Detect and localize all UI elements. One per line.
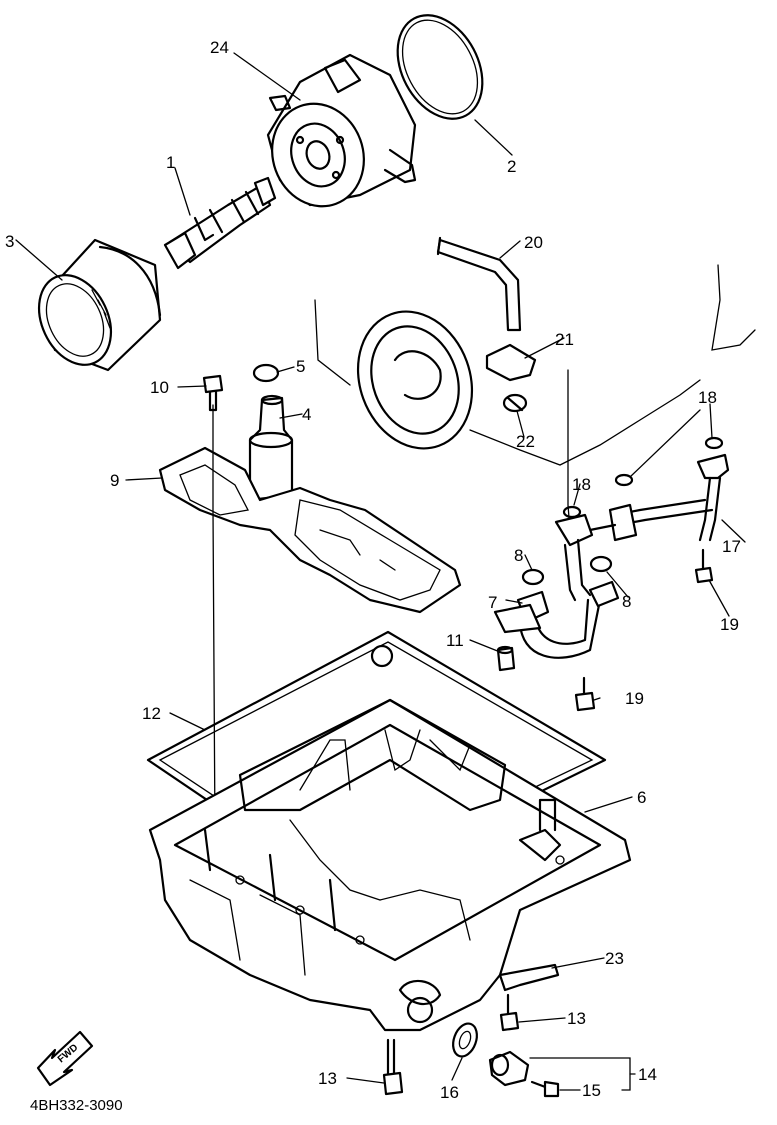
oil-delivery-pipe-17 — [573, 453, 730, 542]
bracket-23 — [498, 963, 560, 992]
drawing-code: 4BH332-3090 — [30, 1097, 123, 1114]
oil-pipe-assembly-7 — [493, 513, 620, 659]
crankcase-outline — [314, 264, 756, 466]
bolts-13 — [382, 993, 520, 1096]
rubber-block-21 — [485, 343, 537, 382]
o-rings-8 — [521, 555, 613, 586]
breather-pipe-20 — [436, 236, 522, 332]
baffle-plate-9 — [158, 446, 462, 614]
callout-5: 5 — [296, 357, 305, 376]
callout-23: 23 — [605, 949, 624, 968]
plug-11 — [496, 645, 516, 672]
o-ring-5 — [252, 363, 280, 383]
union-bolt-1 — [163, 176, 277, 270]
callout-19-right: 19 — [720, 615, 739, 634]
callout-13-right: 13 — [567, 1009, 586, 1028]
drain-bolt-14 — [488, 1050, 530, 1087]
callout-20: 20 — [524, 233, 543, 252]
callout-6: 6 — [637, 788, 646, 807]
oil-pipe-4 — [248, 394, 294, 502]
callout-10: 10 — [150, 378, 169, 397]
bolts-19 — [574, 548, 714, 712]
oil-filter-3 — [37, 238, 162, 372]
callout-17: 17 — [722, 537, 741, 556]
callout-18-top: 18 — [698, 388, 717, 407]
callout-labels: 24 2 1 3 20 5 10 4 21 18 22 9 18 17 8 8 … — [5, 38, 741, 1102]
o-ring-2 — [396, 14, 484, 120]
o-rings-18 — [562, 436, 724, 519]
callout-12: 12 — [142, 704, 161, 723]
callout-19-bottom: 19 — [625, 689, 644, 708]
callout-22: 22 — [516, 432, 535, 451]
callout-16: 16 — [440, 1083, 459, 1102]
bolt-15 — [530, 1080, 560, 1098]
callout-24: 24 — [210, 38, 229, 57]
callout-3: 3 — [5, 232, 14, 251]
callout-14: 14 — [638, 1065, 657, 1084]
callout-15: 15 — [582, 1081, 601, 1100]
callout-8-right: 8 — [622, 592, 631, 611]
callout-13-left: 13 — [318, 1069, 337, 1088]
alignment-line-right — [567, 369, 571, 531]
callout-8-left: 8 — [514, 546, 523, 565]
callout-7: 7 — [488, 593, 497, 612]
callout-18-mid: 18 — [572, 475, 591, 494]
clip-22 — [502, 393, 528, 413]
leader-lines — [15, 52, 746, 1091]
callout-4: 4 — [302, 405, 311, 424]
forward-direction-badge: FWD — [36, 1030, 94, 1087]
callout-1: 1 — [166, 153, 175, 172]
oil-pan-6 — [148, 698, 632, 1032]
callout-21: 21 — [555, 330, 574, 349]
callout-11: 11 — [446, 631, 464, 650]
callout-2: 2 — [507, 157, 516, 176]
alignment-line-left — [212, 404, 216, 836]
washer-16 — [452, 1022, 478, 1058]
oil-cooler-24 — [266, 53, 417, 208]
callout-9: 9 — [110, 471, 119, 490]
